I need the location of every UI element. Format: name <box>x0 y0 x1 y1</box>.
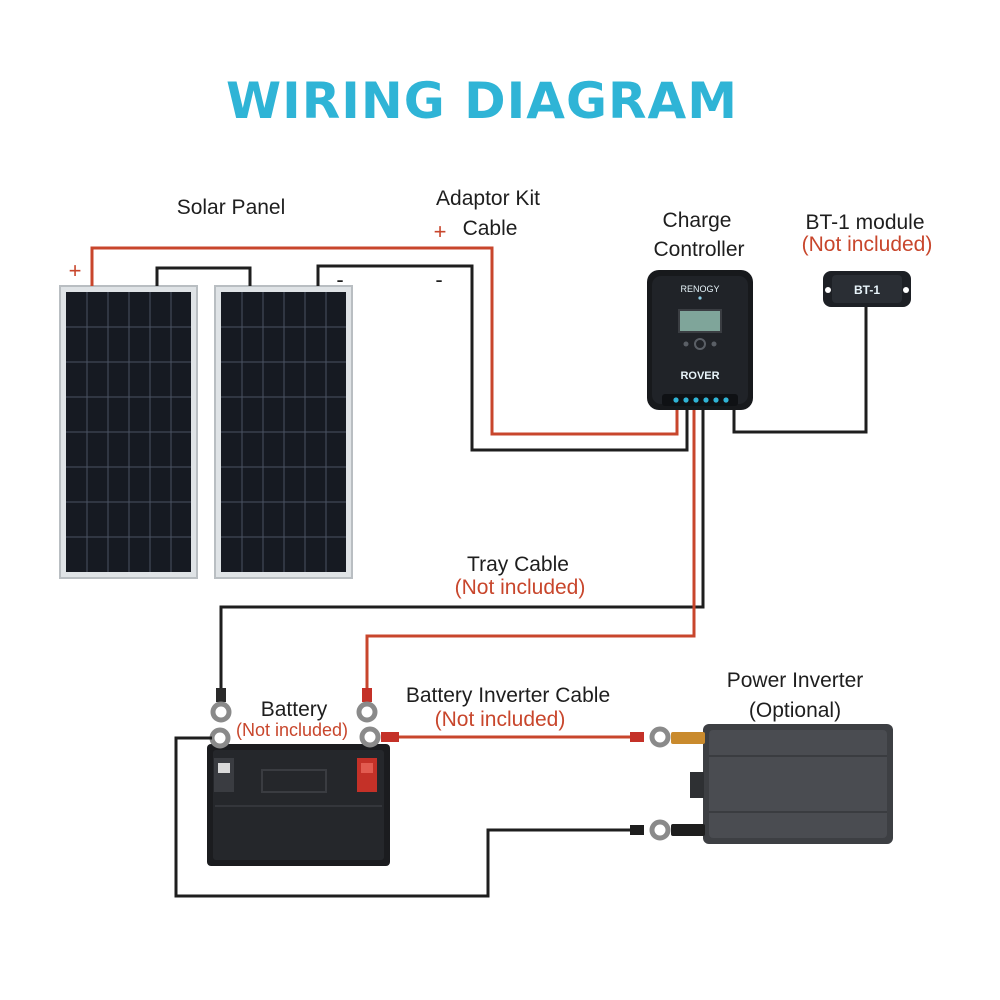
controller-model-text: ROVER <box>680 370 719 382</box>
tray-cable-note: (Not included) <box>455 576 586 599</box>
battery <box>207 744 390 866</box>
power-inverter <box>690 724 893 844</box>
solar-panel-left <box>59 285 198 579</box>
inverter-negative-terminal <box>630 819 705 841</box>
solar-panel-label: Solar Panel <box>177 196 286 219</box>
battery-note: (Not included) <box>236 720 348 740</box>
battery-inverter-cable-label: Battery Inverter Cable <box>406 684 610 707</box>
bt1-module: BT-1 <box>823 271 911 307</box>
negative-pv-wire <box>316 264 689 452</box>
positive-pv-wire <box>90 246 679 436</box>
bt1-module-note: (Not included) <box>802 233 933 256</box>
solar-panel-right <box>214 285 353 579</box>
battery-positive-inverter-lug <box>359 726 399 748</box>
panel-positive-sign: + <box>69 258 82 283</box>
bt1-wire <box>732 307 868 434</box>
adaptor-kit-label-line1: Adaptor Kit <box>436 187 540 210</box>
battery-negative-inverter-lug <box>209 727 231 749</box>
panel-negative-sign: - <box>336 267 343 292</box>
charge-controller-label-line2: Controller <box>653 238 744 261</box>
adaptor-positive-sign: + <box>434 219 447 244</box>
power-inverter-label-line2: (Optional) <box>749 699 841 722</box>
inverter-negative-wire <box>174 736 630 898</box>
charge-controller-label-line1: Charge <box>663 209 732 232</box>
charge-controller: RENOGY ROVER <box>647 270 753 410</box>
diagram-title: WIRING DIAGRAM <box>226 72 738 130</box>
adaptor-negative-sign: - <box>435 267 442 292</box>
adaptor-kit-label-line2: Cable <box>463 217 518 240</box>
controller-brand-text: RENOGY <box>680 284 719 294</box>
power-inverter-label-line1: Power Inverter <box>727 669 864 692</box>
battery-negative-tray-lug <box>210 688 232 723</box>
tray-negative-wire <box>219 410 705 690</box>
inverter-positive-terminal <box>630 726 705 748</box>
battery-label: Battery <box>261 698 328 721</box>
panel-series-wire <box>155 266 252 286</box>
bt1-module-label: BT-1 module <box>805 211 924 234</box>
battery-inverter-cable-note: (Not included) <box>435 708 566 731</box>
module-label-text: BT-1 <box>854 283 880 297</box>
tray-positive-wire <box>365 410 696 690</box>
battery-positive-tray-lug <box>356 688 378 723</box>
tray-cable-label: Tray Cable <box>467 553 569 576</box>
